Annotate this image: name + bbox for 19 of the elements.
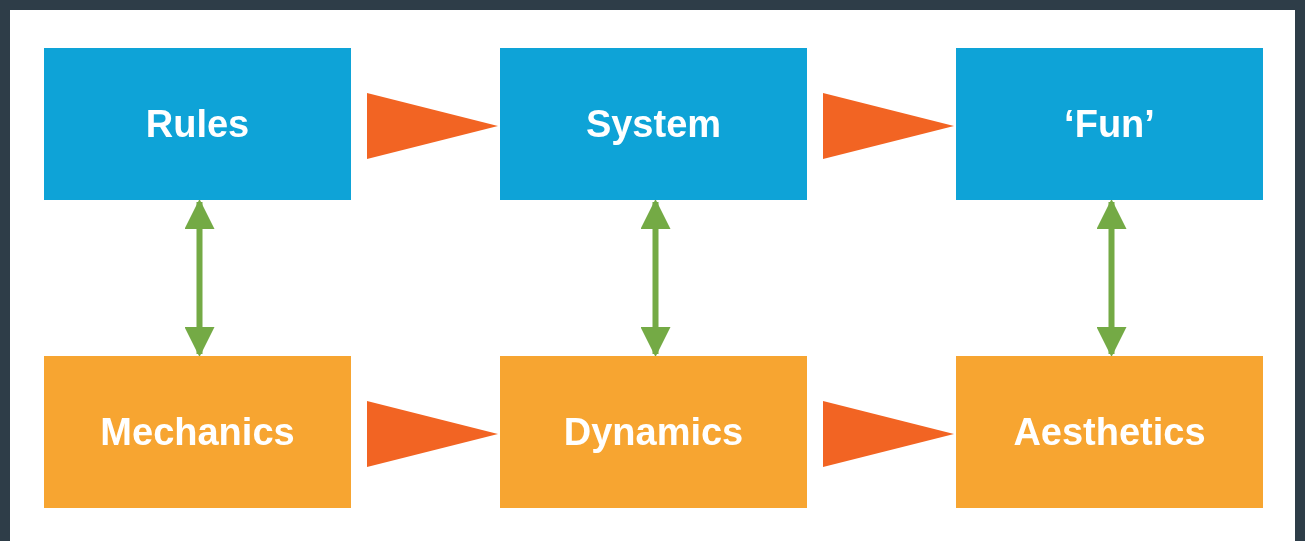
double-arrow [184, 199, 215, 357]
arrow [823, 93, 954, 159]
process-box [956, 48, 1263, 200]
box-label: ‘Fun’ [1064, 102, 1155, 146]
arrow [367, 93, 498, 159]
arrow [823, 401, 954, 467]
process-box [500, 356, 807, 508]
process-box [956, 356, 1263, 508]
arrow [367, 401, 498, 467]
box-label: Rules [145, 102, 250, 146]
box-label: Aesthetics [1013, 410, 1206, 454]
box-label: Dynamics [563, 410, 744, 454]
box-label: System [585, 102, 722, 146]
process-box [500, 48, 807, 200]
double-arrow [1096, 199, 1127, 357]
double-arrow [640, 199, 671, 357]
process-box [44, 48, 351, 200]
box-label: Mechanics [100, 410, 295, 454]
process-box [44, 356, 351, 508]
